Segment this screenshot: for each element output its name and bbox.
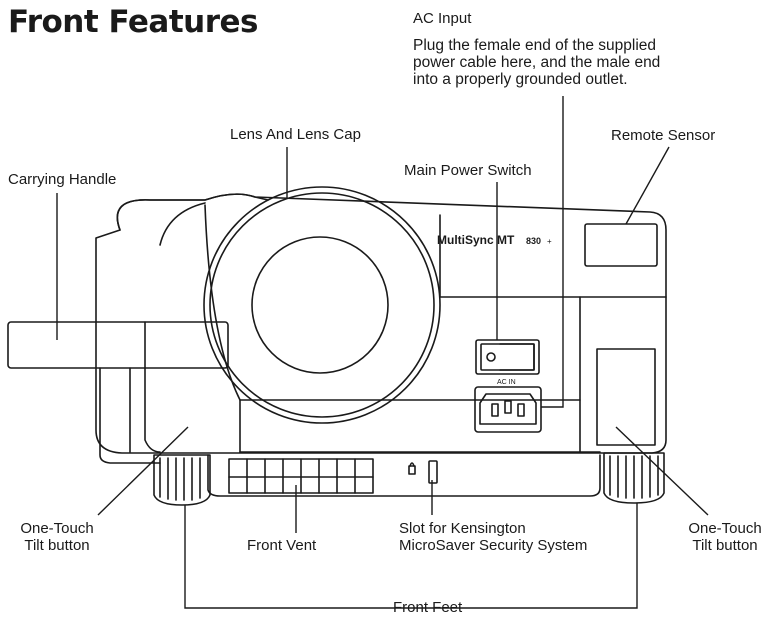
label-tilt-left-line-2: Tilt button — [24, 537, 90, 554]
label-remote-sensor: Remote Sensor — [611, 127, 716, 144]
main-power-switch — [475, 339, 540, 375]
model-suffix: + — [547, 237, 552, 246]
leader-front-feet — [184, 503, 638, 609]
leader-remote-sensor — [625, 146, 670, 225]
leader-ac-input — [541, 96, 564, 408]
leader-tilt-right — [615, 426, 709, 516]
label-kensington-line-2: MicroSaver Security System — [399, 537, 588, 554]
label-tilt-left-line-1: One-Touch — [20, 520, 94, 537]
carrying-handle — [7, 321, 229, 369]
page-title: Front Features — [8, 4, 258, 40]
front-foot-left — [153, 454, 211, 506]
front-vent — [228, 458, 374, 494]
label-ac-input-desc-line-1: Plug the female end of the supplied — [413, 37, 657, 54]
model-text: 830 — [526, 236, 541, 246]
label-main-power-switch: Main Power Switch — [404, 162, 532, 179]
label-front-vent: Front Vent — [247, 537, 317, 554]
ac-in-text: AC IN — [497, 379, 516, 386]
lens — [251, 236, 389, 374]
label-ac-input-title: AC Input — [413, 10, 472, 27]
label-kensington-line-1: Slot for Kensington — [399, 520, 526, 537]
label-lens-cap: Lens And Lens Cap — [230, 126, 361, 143]
label-tilt-right-line-1: One-Touch — [688, 520, 762, 537]
left-housing — [116, 193, 269, 231]
label-ac-input-desc-line-2: power cable here, and the male end — [413, 54, 661, 71]
kensington-slot — [428, 460, 438, 484]
lock-icon — [408, 465, 416, 475]
leader-tilt-left — [97, 426, 189, 516]
right-side-panel — [596, 348, 656, 446]
lens-cap — [203, 186, 441, 424]
brand-text: MultiSync MT — [437, 233, 515, 247]
front-foot-right — [603, 452, 665, 504]
label-ac-input-desc-line-3: into a properly grounded outlet. — [413, 71, 628, 88]
ac-input-socket — [474, 386, 542, 433]
label-tilt-right-line-2: Tilt button — [692, 537, 758, 554]
remote-sensor — [584, 223, 658, 267]
label-carrying-handle: Carrying Handle — [8, 171, 117, 188]
lens-housing — [204, 204, 241, 453]
